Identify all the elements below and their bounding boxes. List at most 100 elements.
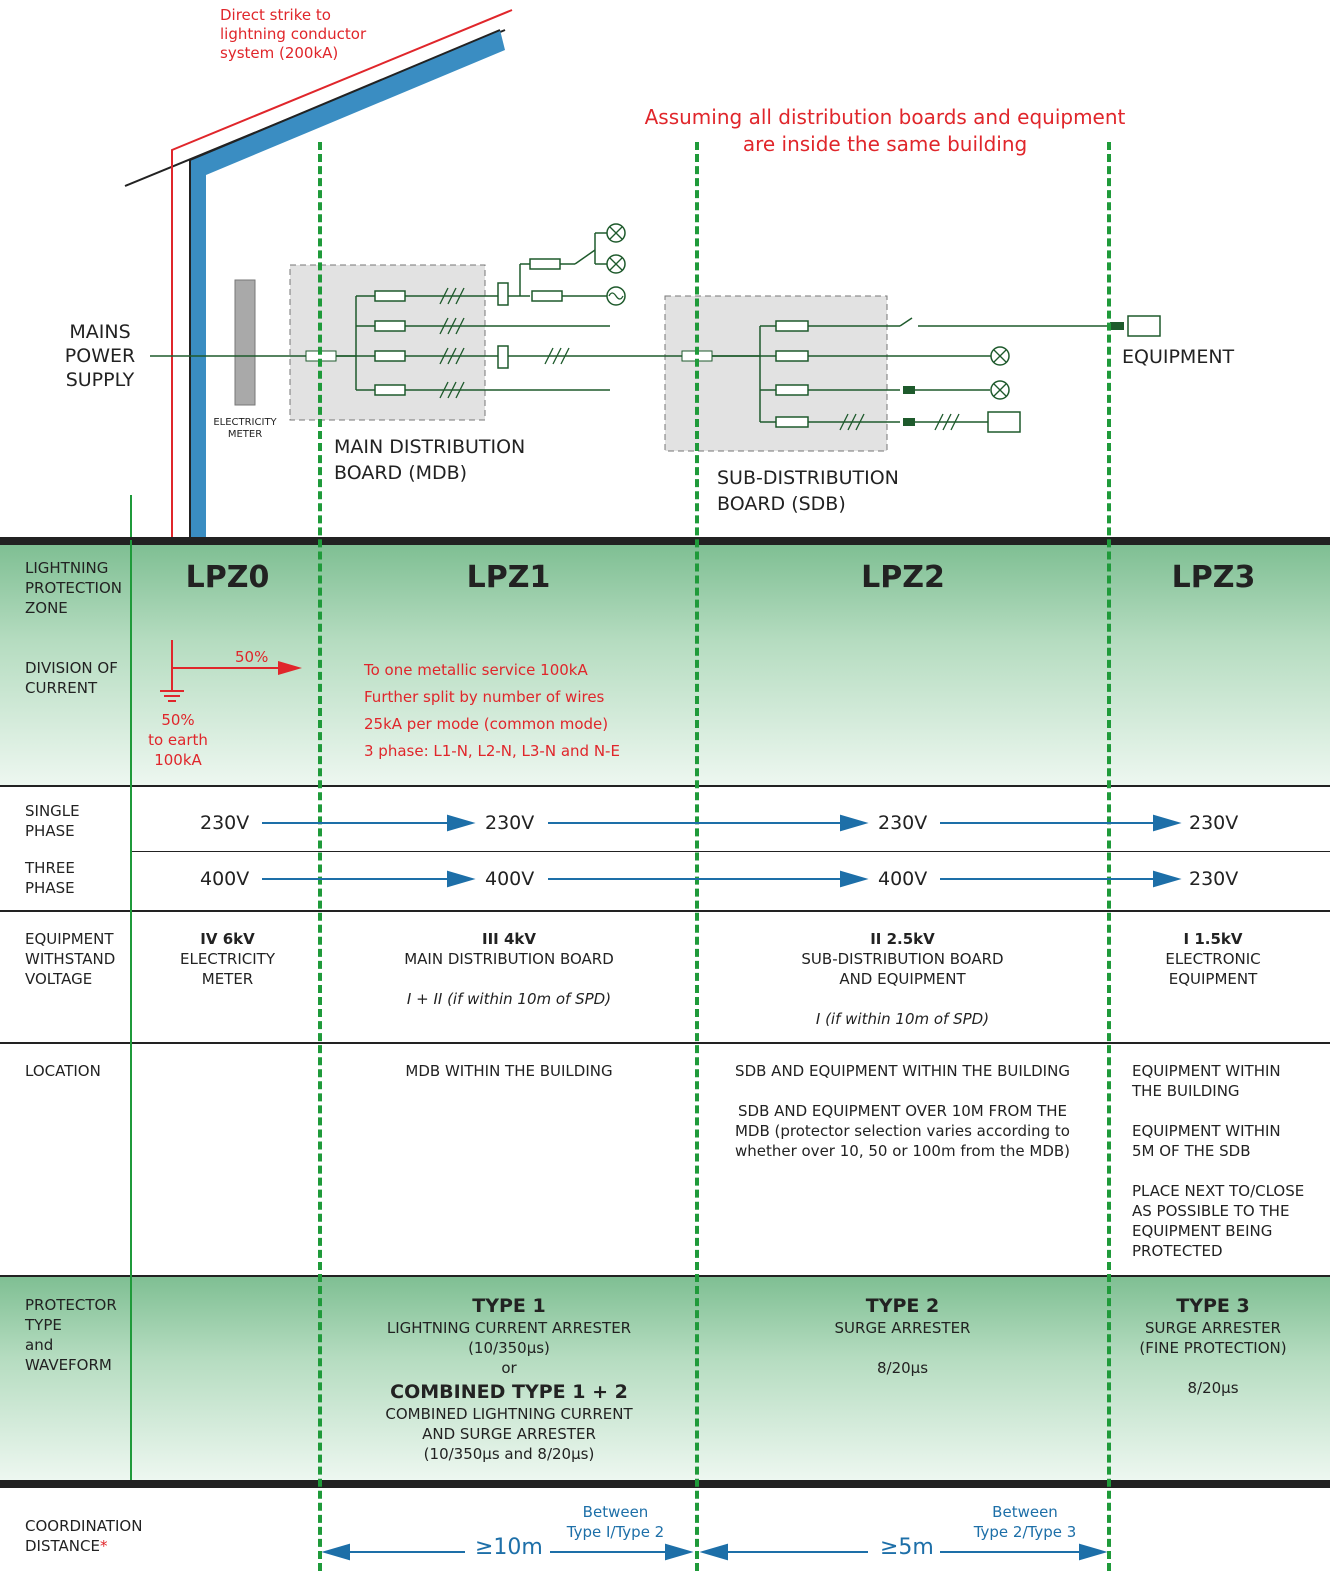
protector-waveform: 8/20µs bbox=[1187, 1379, 1239, 1397]
row-label-withstand: EQUIPMENT WITHSTAND VOLTAGE bbox=[25, 929, 115, 989]
mains-line: MAINS bbox=[69, 321, 131, 343]
zone-title: LPZ0 bbox=[185, 560, 270, 595]
protector-line: COMBINED LIGHTNING CURRENT bbox=[385, 1405, 633, 1423]
protector-line: LIGHTNING CURRENT ARRESTER bbox=[386, 1319, 632, 1337]
single-phase-value: 230V bbox=[485, 812, 535, 834]
label-line: THREE bbox=[25, 859, 75, 877]
location-lpz3: EQUIPMENT WITHIN THE BUILDING EQUIPMENT … bbox=[1132, 1061, 1322, 1261]
protector-title: COMBINED TYPE 1 + 2 bbox=[390, 1381, 628, 1403]
division-note: 25kA per mode (common mode) bbox=[364, 715, 609, 733]
withstand-line: ELECTRICITY bbox=[179, 950, 276, 968]
label-line: TYPE bbox=[25, 1316, 62, 1334]
withstand-line: MAIN DISTRIBUTION BOARD bbox=[404, 950, 614, 968]
row-label-lpz: LIGHTNING PROTECTION ZONE bbox=[25, 558, 122, 618]
row-label-protector: PROTECTOR TYPE and WAVEFORM bbox=[25, 1295, 117, 1375]
withstand-category: I 1.5kV bbox=[1183, 930, 1243, 948]
coord-note-line: Between bbox=[992, 1503, 1058, 1521]
label-line: CURRENT bbox=[25, 679, 98, 697]
protector-title: TYPE 1 bbox=[472, 1295, 546, 1317]
protector-line: (10/350µs and 8/20µs) bbox=[423, 1445, 595, 1463]
division-note: To one metallic service 100kA bbox=[364, 661, 588, 679]
assumption-line: Assuming all distribution boards and equ… bbox=[644, 105, 1126, 129]
sdb-line: BOARD (SDB) bbox=[717, 493, 846, 515]
location-line: EQUIPMENT BEING bbox=[1132, 1222, 1273, 1240]
protector-line: SURGE ARRESTER bbox=[834, 1319, 971, 1337]
strike-note-line: system (200kA) bbox=[220, 44, 339, 62]
location-line: SDB AND EQUIPMENT WITHIN THE BUILDING bbox=[735, 1062, 1070, 1080]
protector-line: SURGE ARRESTER bbox=[1145, 1319, 1281, 1337]
divider bbox=[0, 785, 1330, 787]
sdb-label: SUB-DISTRIBUTION BOARD (SDB) bbox=[717, 465, 899, 517]
label-line: PROTECTOR bbox=[25, 1296, 117, 1314]
protector-line: (FINE PROTECTION) bbox=[1139, 1339, 1287, 1357]
divider bbox=[0, 910, 1330, 912]
single-phase-value: 230V bbox=[878, 812, 928, 834]
mains-line: POWER bbox=[64, 345, 136, 367]
label-line: ZONE bbox=[25, 599, 68, 617]
mains-label: MAINS POWER SUPPLY bbox=[40, 320, 160, 392]
withstand-category: II 2.5kV bbox=[870, 930, 935, 948]
label-line: PHASE bbox=[25, 822, 75, 840]
location-line: SDB AND EQUIPMENT OVER 10M FROM THE bbox=[738, 1102, 1067, 1120]
protector-waveform: 8/20µs bbox=[876, 1359, 929, 1377]
withstand-category: III 4kV bbox=[482, 930, 536, 948]
assumption-line: are inside the same building bbox=[742, 132, 1028, 156]
coord-distance-1: ≥10m bbox=[475, 1535, 543, 1560]
three-phase-value: 400V bbox=[485, 868, 535, 890]
coord-note-line: Type I/Type 2 bbox=[566, 1523, 665, 1541]
protector-line: or bbox=[501, 1359, 517, 1377]
division-notes: To one metallic service 100kA Further sp… bbox=[364, 657, 620, 765]
single-phase-value: 230V bbox=[200, 812, 250, 834]
withstand-line: METER bbox=[201, 970, 254, 988]
division-note: 3 phase: L1-N, L2-N, L3-N and N-E bbox=[364, 742, 620, 760]
row-label-single: SINGLE PHASE bbox=[25, 801, 80, 841]
label-line: WAVEFORM bbox=[25, 1356, 112, 1374]
single-phase-value: 230V bbox=[1189, 812, 1239, 834]
building-schematic bbox=[124, 9, 1161, 540]
row-label-coordination: COORDINATION DISTANCE* bbox=[25, 1516, 142, 1556]
table-bottom-border bbox=[0, 1480, 1330, 1488]
coord-note-line: Type 2/Type 3 bbox=[973, 1523, 1077, 1541]
earth-line-text: to earth bbox=[148, 731, 208, 749]
location-line: PLACE NEXT TO/CLOSE bbox=[1132, 1182, 1305, 1200]
label-line: VOLTAGE bbox=[25, 970, 93, 988]
location-lpz1: MDB WITHIN THE BUILDING bbox=[405, 1062, 613, 1080]
withstand-note: I + II (if within 10m of SPD) bbox=[406, 990, 612, 1008]
electricity-meter bbox=[234, 279, 256, 406]
protector-type3: TYPE 3 SURGE ARRESTER (FINE PROTECTION) … bbox=[1118, 1294, 1308, 1398]
withstand-category: IV 6kV bbox=[200, 930, 255, 948]
protector-title: TYPE 3 bbox=[1176, 1295, 1250, 1317]
withstand-lpz1: III 4kV MAIN DISTRIBUTION BOARD I + II (… bbox=[330, 929, 688, 1009]
zone-boundary-1 bbox=[318, 142, 322, 1571]
location-line: AS POSSIBLE TO THE bbox=[1132, 1202, 1290, 1220]
three-phase-value: 400V bbox=[200, 868, 250, 890]
table-top-border bbox=[0, 537, 1330, 545]
label-line: WITHSTAND bbox=[25, 950, 116, 968]
three-phase-value: 230V bbox=[1189, 868, 1239, 890]
location-line: MDB (protector selection varies accordin… bbox=[734, 1122, 1070, 1140]
strike-note-line: lightning conductor bbox=[220, 25, 367, 43]
mdb-line: MAIN DISTRIBUTION bbox=[334, 436, 526, 458]
withstand-line: AND EQUIPMENT bbox=[839, 970, 966, 988]
location-lpz2: SDB AND EQUIPMENT WITHIN THE BUILDING SD… bbox=[705, 1061, 1100, 1161]
location-line: EQUIPMENT WITHIN bbox=[1132, 1062, 1281, 1080]
row-label-three: THREE PHASE bbox=[25, 858, 75, 898]
sdb-line: SUB-DISTRIBUTION bbox=[717, 467, 899, 489]
withstand-note: I (if within 10m of SPD) bbox=[815, 1010, 990, 1028]
meter-line: METER bbox=[227, 429, 263, 440]
meter-label: ELECTRICITY METER bbox=[205, 417, 285, 441]
zone-title: LPZ1 bbox=[466, 560, 551, 595]
label-line: and bbox=[25, 1336, 54, 1354]
coord-note-1: Between Type I/Type 2 bbox=[548, 1502, 683, 1542]
mains-line: SUPPLY bbox=[65, 369, 135, 391]
equipment-label: EQUIPMENT bbox=[1122, 346, 1235, 368]
current-arrow-head bbox=[278, 661, 302, 675]
division-pct: 50% bbox=[235, 648, 269, 666]
location-line: whether over 10, 50 or 100m from the MDB… bbox=[734, 1142, 1071, 1160]
protector-title: TYPE 2 bbox=[865, 1295, 940, 1317]
strike-note-line: Direct strike to bbox=[220, 6, 331, 24]
voltage-arrows bbox=[262, 814, 1182, 888]
label-line: SINGLE bbox=[25, 802, 80, 820]
withstand-lpz0: IV 6kV ELECTRICITY METER bbox=[145, 929, 310, 989]
current-division-diagram bbox=[160, 640, 302, 702]
